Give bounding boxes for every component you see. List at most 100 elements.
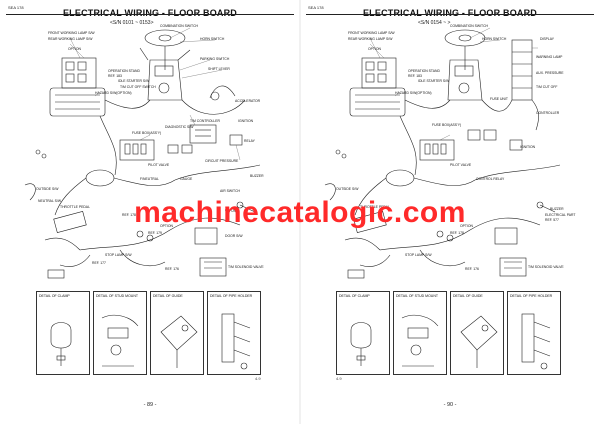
label-stop-lamp: STOP LAMP S/W (105, 253, 132, 257)
detail-title: DETAIL OF PIPE HOLDER (210, 294, 253, 298)
right-page: SEA 178 ELECTRICAL WIRING - FLOOR BOARD … (300, 0, 600, 424)
label-cut-off: T/M CUT OFF (536, 85, 558, 89)
detail-title: DETAIL OF GUIDE (453, 294, 483, 298)
label-outside-sw: OUTSIDE S/W (36, 187, 59, 191)
label-ref-179: REF. 179 (148, 231, 162, 235)
wiring-diagram (24, 27, 261, 279)
label-rear-lamp: REAR WORKING LAMP S/W (348, 37, 393, 41)
label-fuse-box: FUSE BOX(ASS'Y) (132, 131, 162, 135)
label-idle-starter: IDLE STARTER S/W (418, 79, 450, 83)
label-neutral-sw: NEUTRAL S/W (38, 199, 62, 203)
footer-code: 4.9 (336, 376, 342, 381)
label-ignition: IGNITION (238, 119, 254, 123)
label-diagnostic: DIAGNOSTIC S/W (165, 125, 194, 129)
guide-drawing (460, 315, 498, 368)
label-ref-177: REF. 177 (92, 261, 106, 265)
label-front-lamp: FRONT WORKING LAMP S/W (348, 31, 395, 35)
label-front-lamp: FRONT WORKING LAMP S/W (48, 31, 95, 35)
detail-stud-mount: DETAIL OF STUD MOUNT (93, 291, 147, 375)
label-gauge: GAUGE (180, 177, 193, 181)
detail-guide: DETAIL OF GUIDE (150, 291, 204, 375)
label-fuse-box: FUSE BOX(ASS'Y) (432, 123, 462, 127)
label-buzzer: BUZZER (250, 174, 264, 178)
left-page: SEA 178 ELECTRICAL WIRING - FLOOR BOARD … (6, 5, 294, 408)
page-title: ELECTRICAL WIRING - FLOOR BOARD (62, 8, 238, 18)
label-tm-solenoid: T/M SOLENOID VALVE (528, 265, 564, 269)
detail-title: DETAIL OF GUIDE (153, 294, 183, 298)
detail-title: DETAIL OF PIPE HOLDER (510, 294, 553, 298)
clamp-drawing (50, 322, 72, 366)
detail-title: DETAIL OF STUD MOUNT (96, 294, 138, 298)
label-display: DISPLAY (540, 37, 555, 41)
detail-title: DETAIL OF CLAMP (39, 294, 70, 298)
page-code: SEA 178 (8, 5, 24, 10)
label-hazard: HAZARD S/W(OPTION) (95, 91, 132, 95)
label-ref-183: REF. 183 (408, 74, 422, 78)
detail-stud-mount: DETAIL OF STUD MOUNT (393, 291, 447, 375)
detail-title: DETAIL OF STUD MOUNT (396, 294, 438, 298)
label-f-neutral: F/NEUTRAL (140, 177, 159, 181)
page-title: ELECTRICAL WIRING - FLOOR BOARD (362, 8, 538, 18)
label-cut-off: T/M CUT OFF SWITCH (120, 85, 156, 89)
label-option: OPTION (368, 47, 381, 51)
label-tm-controller: T/M CONTROLLER (190, 119, 220, 123)
label-option2: OPTION (460, 224, 473, 228)
label-ref-577: REF. 577 (545, 218, 559, 222)
label-ref-176: REF. 176 (165, 267, 179, 271)
label-ignition: IGNITION (520, 145, 536, 149)
label-parking-switch: PARKING SWITCH (200, 57, 230, 61)
watermark-text: machinecatalogic.com (134, 196, 466, 229)
label-stop-lamp: STOP LAMP S/W (405, 253, 432, 257)
label-tm-solenoid: T/M SOLENOID VALVE (228, 265, 264, 269)
header-rule (306, 14, 594, 15)
label-control-relay: CONTROL RELAY (476, 177, 505, 181)
page-number: - 90 - (443, 402, 457, 408)
label-operation-stand: OPERATION STAND (408, 69, 440, 73)
label-warning-lamp: WARNING LAMP (536, 55, 563, 59)
pipe-holder-drawing (521, 313, 551, 370)
label-option2: OPTION (160, 224, 173, 228)
detail-pipe-holder: DETAIL OF PIPE HOLDER (507, 291, 561, 375)
serial-range: <S/N 0154 ~ > (418, 20, 451, 26)
label-pilot-valve: PILOT VALVE (450, 163, 472, 167)
clamp-drawing (350, 322, 372, 366)
label-horn-switch: HORN SWITCH (200, 37, 225, 41)
page-code: SEA 178 (308, 5, 324, 10)
stud-mount-drawing (101, 314, 139, 367)
footer-code: 4.9 (255, 376, 261, 381)
header-rule (6, 14, 294, 15)
label-door-sw: DOOR S/W (225, 234, 243, 238)
label-relay: RELAY (244, 139, 255, 143)
label-pilot-valve: PILOT VALVE (148, 163, 170, 167)
serial-range: <S/N 0101 ~ 0153> (110, 20, 154, 26)
detail-clamp: DETAIL OF CLAMP (336, 291, 390, 375)
stud-mount-drawing (401, 314, 439, 367)
page-spine (299, 0, 301, 424)
label-air-switch: AIR SWITCH (220, 189, 240, 193)
label-horn-switch: HORN SWITCH (482, 37, 507, 41)
pipe-holder-drawing (221, 313, 251, 370)
label-throttle-pedal: THROTTLE PEDAL (360, 205, 390, 209)
label-ref-178: REF. 178 (122, 213, 136, 217)
detail-guide: DETAIL OF GUIDE (450, 291, 504, 375)
label-outside-sw: OUTSIDE S/W (336, 187, 359, 191)
detail-pipe-holder: DETAIL OF PIPE HOLDER (207, 291, 261, 375)
guide-drawing (160, 315, 198, 368)
label-accelerator: ACCELERATOR (235, 99, 261, 103)
label-rear-lamp: REAR WORKING LAMP S/W (48, 37, 93, 41)
label-idle-starter: IDLE STARTER S/W (118, 79, 150, 83)
label-aux-pressure: AUX. PRESSURE (536, 71, 564, 75)
label-electrical-part: ELECTRICAL PART (545, 213, 576, 217)
detail-title: DETAIL OF CLAMP (339, 294, 370, 298)
label-w-fuse: W/FUSE (225, 209, 239, 213)
label-buzzer: BUZZER (550, 207, 564, 211)
wiring-diagram (324, 27, 561, 279)
label-hazard: HAZARD S/W(OPTION) (395, 91, 432, 95)
page-number: - 89 - (143, 402, 157, 408)
label-throttle-pedal: THROTTLE PEDAL (60, 205, 90, 209)
label-operation-stand: OPERATION STAND (108, 69, 140, 73)
label-ref-183: REF. 183 (108, 74, 122, 78)
label-circuit-pressure: CIRCUIT PRESSURE (205, 159, 239, 163)
label-combination-switch: COMBINATION SWITCH (160, 24, 198, 28)
label-ref-176: REF. 176 (465, 267, 479, 271)
